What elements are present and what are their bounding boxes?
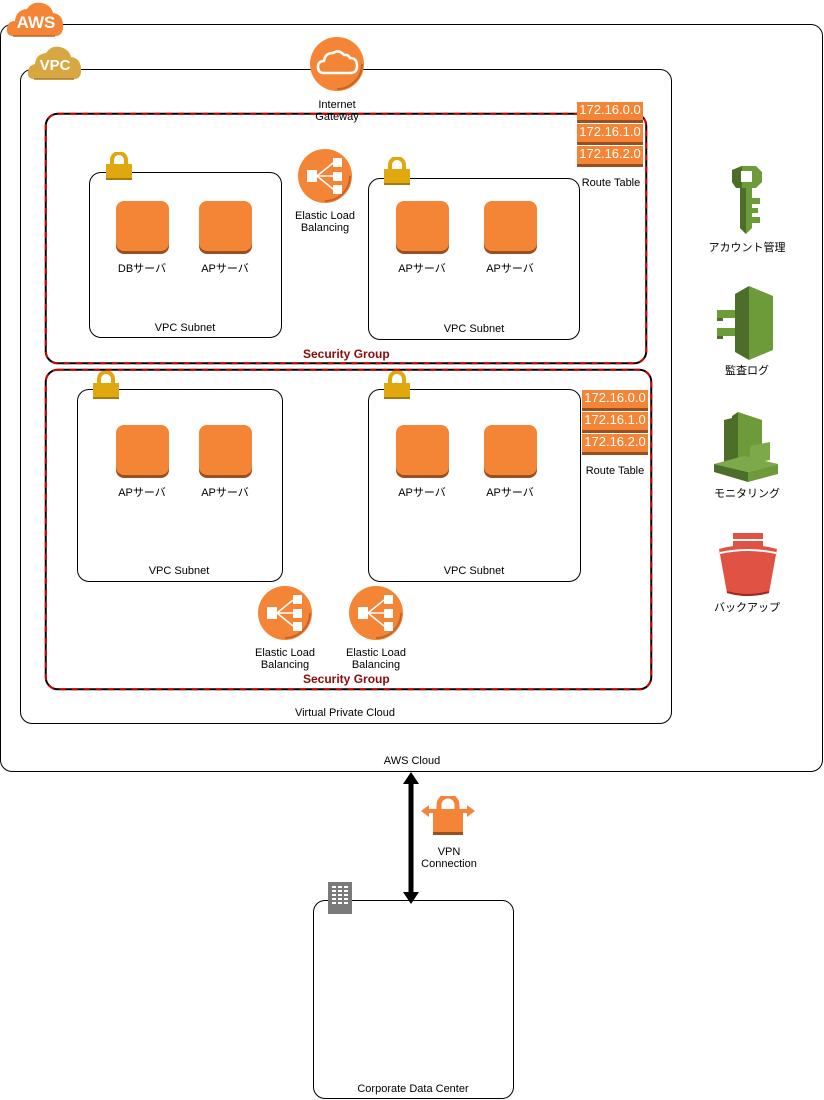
building-icon (328, 882, 352, 914)
route-table-entry[interactable]: 172.16.2.0 (577, 146, 643, 167)
elb-label: Elastic Load Balancing (336, 647, 416, 671)
vpn-connection-arrow (403, 772, 419, 904)
server-instance-icon[interactable] (484, 201, 537, 254)
aws-cloud-container (0, 24, 823, 772)
server-instance-icon[interactable] (484, 425, 537, 478)
elastic-load-balancer-icon[interactable] (348, 585, 404, 641)
elb-line2: Balancing (300, 222, 350, 234)
aws-cloud-label: AWS Cloud (383, 755, 441, 767)
vpc-subnet-label: VPC Subnet (443, 565, 505, 577)
route-table-label: Route Table (581, 177, 641, 189)
corporate-data-center-container (313, 900, 514, 1099)
route-table-entry[interactable]: 172.16.1.0 (577, 124, 643, 145)
service-label: バックアップ (714, 602, 780, 614)
route-table-entry[interactable]: 172.16.0.0 (577, 102, 643, 123)
server-instance-icon[interactable] (396, 201, 449, 254)
vpc-badge-text: VPC (39, 57, 71, 74)
route-table-label: Route Table (585, 465, 645, 477)
server-label: APサーバ (486, 487, 534, 499)
service-label: 監査ログ (725, 365, 769, 377)
vpc-subnet (368, 389, 581, 582)
elb-label: Elastic Load Balancing (245, 647, 325, 671)
vpc-subnet (89, 172, 282, 338)
lock-icon (384, 371, 410, 399)
elb-label: Elastic Load Balancing (285, 210, 365, 234)
corporate-data-center-label: Corporate Data Center (357, 1083, 469, 1095)
aws-cloud-badge-icon (6, 2, 64, 37)
server-label: DBサーバ (117, 263, 167, 275)
route-table-entry[interactable]: 172.16.1.0 (582, 412, 648, 433)
vpc-subnet-label: VPC Subnet (148, 565, 210, 577)
route-table-entry[interactable]: 172.16.0.0 (582, 390, 648, 411)
vpn-line2: Connection (421, 858, 477, 870)
elb-line1: Elastic Load (295, 210, 355, 222)
security-group-1 (44, 112, 648, 365)
vpc-cloud-badge-icon (27, 46, 82, 80)
server-label: APサーバ (398, 487, 446, 499)
lock-icon (93, 371, 119, 399)
monitoring-icon[interactable] (714, 410, 780, 482)
elastic-load-balancer-icon[interactable] (297, 148, 353, 204)
security-group-1-label: Security Group (303, 347, 390, 361)
server-instance-icon[interactable] (116, 201, 169, 254)
vpn-line1: VPN (437, 846, 461, 858)
server-label: APサーバ (398, 263, 446, 275)
internet-gateway-icon[interactable] (309, 36, 365, 92)
lock-icon (106, 152, 132, 180)
server-instance-icon[interactable] (199, 425, 252, 478)
server-instance-icon[interactable] (116, 425, 169, 478)
server-label: APサーバ (118, 487, 166, 499)
service-label: アカウント管理 (708, 242, 786, 254)
server-label: APサーバ (201, 263, 249, 275)
vpc-label: Virtual Private Cloud (294, 707, 396, 719)
vpc-subnet-label: VPC Subnet (443, 323, 505, 335)
server-label: APサーバ (201, 487, 249, 499)
server-instance-icon[interactable] (199, 201, 252, 254)
vpn-gateway-icon[interactable] (421, 796, 475, 836)
elb-line2: Balancing (351, 659, 401, 671)
vpc-subnet (368, 178, 580, 340)
server-instance-icon[interactable] (396, 425, 449, 478)
aws-badge-text: AWS (16, 13, 56, 32)
elb-line2: Balancing (260, 659, 310, 671)
security-group-2-label: Security Group (303, 672, 390, 686)
vpc-subnet (77, 389, 283, 582)
lock-icon (384, 157, 410, 185)
igw-line1: Internet (318, 99, 356, 111)
key-icon[interactable] (728, 166, 766, 234)
server-label: APサーバ (486, 263, 534, 275)
elb-line1: Elastic Load (346, 647, 406, 659)
vpn-label: VPN Connection (409, 846, 489, 870)
service-label: モニタリング (714, 488, 780, 500)
elb-line1: Elastic Load (255, 647, 315, 659)
elastic-load-balancer-icon[interactable] (257, 585, 313, 641)
security-group-2 (44, 368, 653, 691)
vpc-subnet-label: VPC Subnet (154, 322, 216, 334)
audit-log-icon[interactable] (715, 286, 775, 360)
route-table-entry[interactable]: 172.16.2.0 (582, 434, 648, 455)
bucket-icon[interactable] (719, 533, 777, 598)
